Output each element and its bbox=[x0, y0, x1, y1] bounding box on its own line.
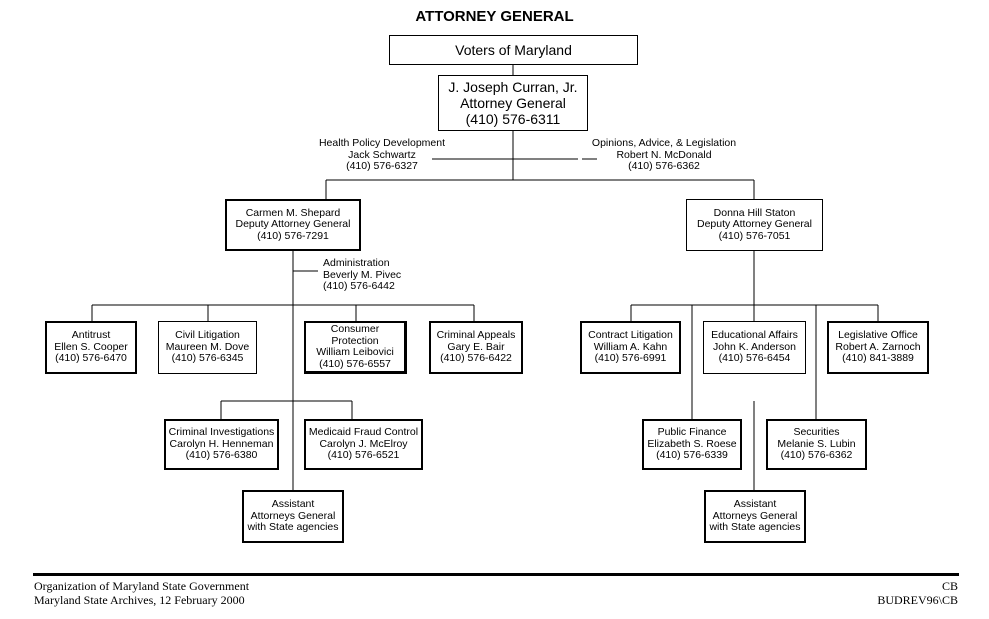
securities-unit: Securities bbox=[793, 426, 840, 439]
securities-box: Securities Melanie S. Lubin (410) 576-63… bbox=[766, 419, 867, 470]
contract-litigation-box: Contract Litigation William A. Kahn (410… bbox=[580, 321, 681, 374]
footer-divider bbox=[33, 573, 959, 576]
legislative-name: Robert A. Zarnoch bbox=[835, 340, 921, 353]
securities-name: Melanie S. Lubin bbox=[777, 437, 856, 450]
opinions-unit: Opinions, Advice, & Legislation bbox=[591, 137, 737, 149]
legislative-office-box: Legislative Office Robert A. Zarnoch (41… bbox=[827, 321, 929, 374]
shepard-role: Deputy Attorney General bbox=[235, 218, 351, 231]
assistant-left-line1: Assistant bbox=[271, 498, 315, 511]
footer-archive-date: Maryland State Archives, 12 February 200… bbox=[34, 593, 245, 607]
medicaid-unit: Medicaid Fraud Control bbox=[308, 426, 419, 439]
health-name: Jack Schwartz bbox=[348, 148, 416, 161]
criminal-appeals-box: Criminal Appeals Gary E. Bair (410) 576-… bbox=[429, 321, 523, 374]
criminal-investigations-box: Criminal Investigations Carolyn H. Henne… bbox=[164, 419, 279, 470]
medicaid-name: Carolyn J. McElroy bbox=[319, 437, 408, 450]
health-phone: (410) 576-6327 bbox=[346, 160, 418, 172]
antitrust-phone: (410) 576-6470 bbox=[55, 352, 127, 365]
consumer-unit2: Protection bbox=[331, 334, 379, 347]
admin-unit: Administration bbox=[323, 257, 390, 269]
contract-name: William A. Kahn bbox=[593, 340, 668, 353]
admin-name: Beverly M. Pivec bbox=[323, 268, 402, 281]
public-finance-box: Public Finance Elizabeth S. Roese (410) … bbox=[642, 419, 742, 470]
footer-code: CB bbox=[941, 579, 958, 593]
antitrust-box: Antitrust Ellen S. Cooper (410) 576-6470 bbox=[45, 321, 137, 374]
voters-box: Voters of Maryland bbox=[389, 35, 638, 65]
voters-label: Voters of Maryland bbox=[455, 42, 572, 58]
civil-litigation-box: Civil Litigation Maureen M. Dove (410) 5… bbox=[158, 321, 257, 374]
staton-role: Deputy Attorney General bbox=[697, 218, 812, 231]
education-name: John K. Anderson bbox=[713, 340, 796, 353]
investigations-unit: Criminal Investigations bbox=[168, 426, 275, 439]
antitrust-name: Ellen S. Cooper bbox=[54, 340, 128, 353]
civil-name: Maureen M. Dove bbox=[165, 340, 250, 353]
consumer-name: William Leibovici bbox=[316, 346, 394, 358]
assistant-ag-right-box: Assistant Attorneys General with State a… bbox=[704, 490, 806, 543]
health-unit: Health Policy Development bbox=[318, 137, 446, 149]
appeals-phone: (410) 576-6422 bbox=[440, 352, 512, 365]
attorney-general-box: J. Joseph Curran, Jr. Attorney General (… bbox=[438, 75, 588, 131]
staton-phone: (410) 576-7051 bbox=[718, 229, 791, 242]
opinions-label: Opinions, Advice, & Legislation Robert N… bbox=[574, 137, 754, 173]
chart-title: ATTORNEY GENERAL bbox=[415, 8, 574, 25]
ag-name: J. Joseph Curran, Jr. bbox=[448, 79, 578, 95]
legislative-unit: Legislative Office bbox=[838, 329, 918, 342]
shepard-phone: (410) 576-7291 bbox=[257, 229, 329, 242]
finance-unit: Public Finance bbox=[657, 426, 727, 439]
assistant-left-line2: Attorneys General bbox=[250, 509, 336, 522]
medicaid-fraud-box: Medicaid Fraud Control Carolyn J. McElro… bbox=[304, 419, 423, 470]
opinions-phone: (410) 576-6362 bbox=[628, 160, 700, 172]
assistant-right-line1: Assistant bbox=[733, 498, 777, 511]
ag-phone: (410) 576-6311 bbox=[465, 111, 561, 127]
health-policy-label: Health Policy Development Jack Schwartz … bbox=[302, 137, 462, 173]
opinions-name: Robert N. McDonald bbox=[616, 148, 712, 161]
appeals-unit: Criminal Appeals bbox=[436, 329, 516, 342]
education-phone: (410) 576-6454 bbox=[718, 352, 791, 365]
footer-right: CB BUDREV96\CB bbox=[877, 579, 958, 607]
contract-phone: (410) 576-6991 bbox=[594, 352, 667, 365]
antitrust-unit: Antitrust bbox=[71, 329, 111, 342]
education-unit: Educational Affairs bbox=[711, 329, 798, 342]
consumer-unit1: Consumer bbox=[330, 323, 380, 335]
staton-box: Donna Hill Staton Deputy Attorney Genera… bbox=[686, 199, 823, 251]
staton-name: Donna Hill Staton bbox=[713, 206, 796, 219]
consumer-phone: (410) 576-6557 bbox=[319, 357, 391, 370]
footer-source: Organization of Maryland State Governmen… bbox=[34, 579, 250, 593]
finance-phone: (410) 576-6339 bbox=[656, 449, 728, 462]
finance-name: Elizabeth S. Roese bbox=[647, 437, 737, 450]
appeals-name: Gary E. Bair bbox=[447, 340, 505, 353]
assistant-right-line3: with State agencies bbox=[709, 521, 801, 534]
ag-role: Attorney General bbox=[460, 95, 566, 111]
admin-phone: (410) 576-6442 bbox=[323, 280, 395, 292]
medicaid-phone: (410) 576-6521 bbox=[327, 449, 400, 462]
shepard-box: Carmen M. Shepard Deputy Attorney Genera… bbox=[225, 199, 361, 251]
contract-unit: Contract Litigation bbox=[588, 329, 673, 342]
administration-label: Administration Beverly M. Pivec (410) 57… bbox=[323, 257, 402, 293]
assistant-left-line3: with State agencies bbox=[247, 521, 339, 534]
footer-ref: BUDREV96\CB bbox=[877, 593, 958, 607]
footer-left: Organization of Maryland State Governmen… bbox=[34, 579, 249, 607]
civil-unit: Civil Litigation bbox=[175, 329, 240, 342]
investigations-name: Carolyn H. Henneman bbox=[169, 437, 274, 450]
consumer-protection-box: Consumer Protection William Leibovici (4… bbox=[304, 321, 407, 374]
investigations-phone: (410) 576-6380 bbox=[185, 449, 258, 462]
educational-affairs-box: Educational Affairs John K. Anderson (41… bbox=[703, 321, 806, 374]
assistant-ag-left-box: Assistant Attorneys General with State a… bbox=[242, 490, 344, 543]
securities-phone: (410) 576-6362 bbox=[780, 449, 853, 462]
shepard-name: Carmen M. Shepard bbox=[245, 206, 341, 219]
civil-phone: (410) 576-6345 bbox=[171, 352, 244, 365]
assistant-right-line2: Attorneys General bbox=[712, 509, 798, 522]
legislative-phone: (410) 841-3889 bbox=[842, 352, 914, 365]
